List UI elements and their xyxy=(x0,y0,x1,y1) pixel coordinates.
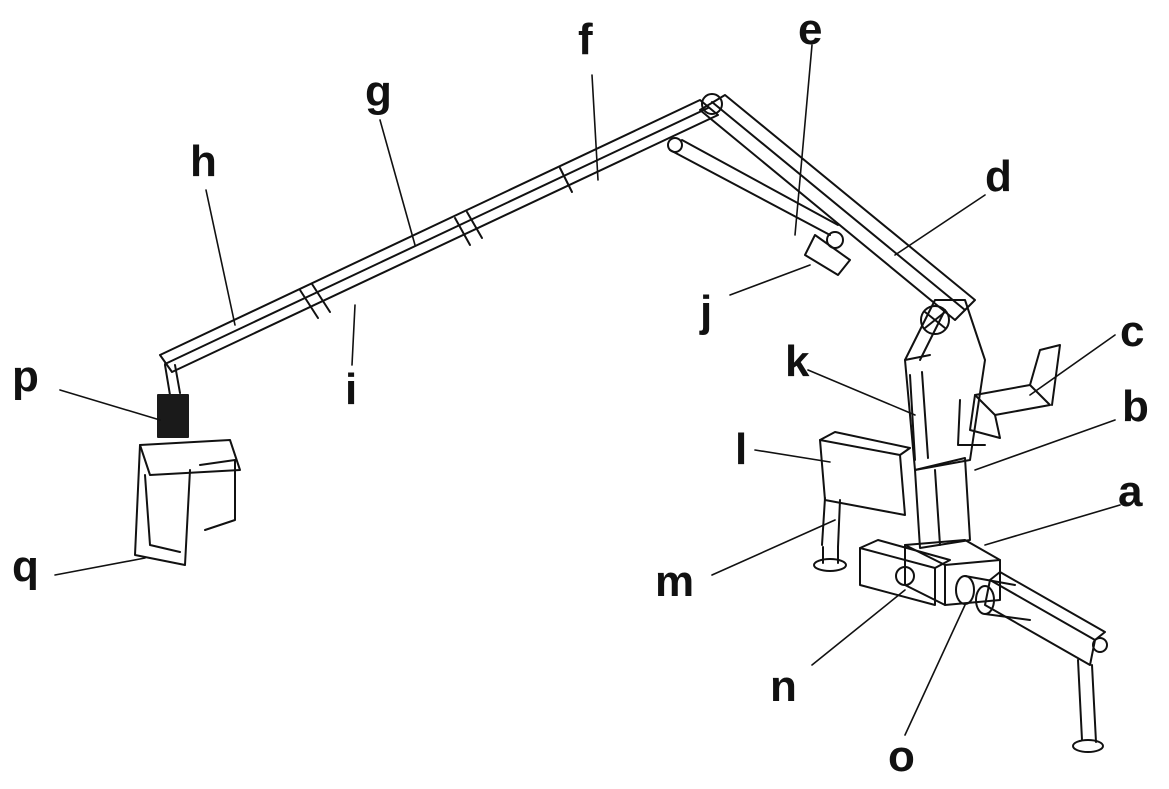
leader-o xyxy=(904,604,966,736)
leader-l xyxy=(754,449,831,463)
label-c: c xyxy=(1120,307,1145,356)
mounting-tubes xyxy=(955,575,1031,621)
label-l: l xyxy=(735,425,748,474)
label-n: n xyxy=(770,662,797,711)
stabilizer-left xyxy=(813,431,911,572)
leader-f xyxy=(591,74,599,181)
label-i: i xyxy=(345,365,358,414)
operator-seat xyxy=(957,344,1061,446)
leader-i xyxy=(351,304,356,366)
leader-h xyxy=(205,189,236,326)
leader-j xyxy=(729,264,811,296)
label-e: e xyxy=(798,5,823,54)
leader-n xyxy=(811,589,906,666)
label-p: p xyxy=(12,352,39,401)
crane-base xyxy=(904,299,1001,606)
label-o: o xyxy=(888,732,915,781)
main-boom xyxy=(699,94,976,335)
mounting-plate xyxy=(859,539,951,606)
leader-a xyxy=(984,504,1121,546)
leader-k xyxy=(807,369,916,416)
outer-boom-cylinder xyxy=(667,137,844,249)
label-b: b xyxy=(1122,382,1149,431)
label-m: m xyxy=(655,557,695,606)
leader-g xyxy=(379,119,416,246)
cylinder-link xyxy=(804,234,851,276)
leader-d xyxy=(894,194,986,256)
leader-q xyxy=(54,557,146,576)
leader-lines xyxy=(54,44,1121,736)
leader-c xyxy=(1029,334,1116,396)
stabilizer-right xyxy=(984,571,1108,753)
label-g: g xyxy=(365,67,392,116)
leader-b xyxy=(974,419,1116,471)
label-q: q xyxy=(12,542,39,591)
lift-cylinder xyxy=(904,354,931,461)
leader-p xyxy=(59,389,161,421)
outer-boom xyxy=(159,93,723,373)
label-d: d xyxy=(985,152,1012,201)
rotator xyxy=(157,364,189,438)
leader-m xyxy=(711,519,836,576)
label-j: j xyxy=(700,287,713,336)
label-f: f xyxy=(578,15,593,64)
leader-e xyxy=(794,44,813,236)
label-h: h xyxy=(190,137,217,186)
grapple xyxy=(134,439,241,566)
label-k: k xyxy=(785,337,810,386)
label-a: a xyxy=(1118,467,1143,516)
